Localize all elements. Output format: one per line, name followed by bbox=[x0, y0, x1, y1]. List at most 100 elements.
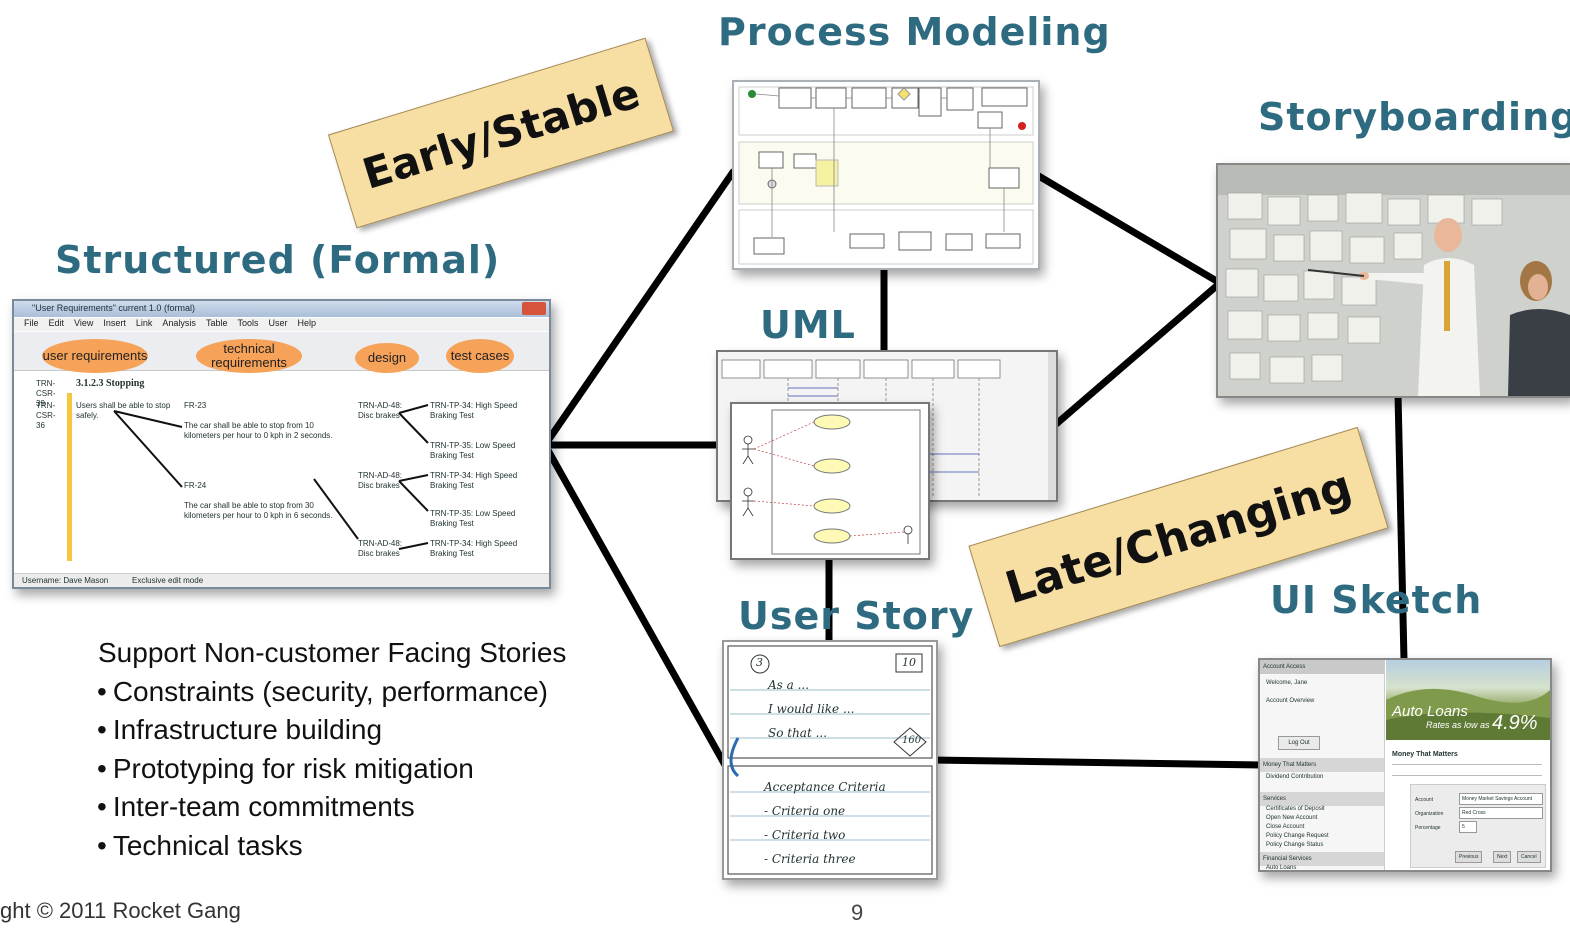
ui-content-lines bbox=[1392, 764, 1542, 776]
heading-ui-sketch: UI Sketch bbox=[1270, 578, 1483, 622]
bullet-item: Infrastructure building bbox=[98, 711, 566, 750]
menu-edit[interactable]: Edit bbox=[48, 318, 65, 328]
ui-organization-select[interactable]: Red Cross bbox=[1459, 807, 1543, 819]
ui-next-button[interactable]: Next bbox=[1493, 851, 1512, 863]
fr-24-text: The car shall be able to stop from 30 ki… bbox=[184, 501, 333, 520]
ui-banner-sub: Rates as low as bbox=[1426, 720, 1490, 730]
fr-24-id: FR-24 bbox=[184, 481, 207, 490]
menu-table[interactable]: Table bbox=[205, 318, 228, 328]
story-as-a: As a ... bbox=[768, 678, 810, 692]
card-lines bbox=[727, 645, 933, 875]
ui-sidebar-head: Account Access bbox=[1260, 660, 1384, 674]
bullets-items: Constraints (security, performance) Infr… bbox=[98, 673, 566, 866]
menu-help[interactable]: Help bbox=[297, 318, 316, 328]
story-estimate: 10 bbox=[902, 656, 916, 669]
ui-banner-title: Auto Loans bbox=[1392, 703, 1468, 720]
uml-usecase-diagram bbox=[730, 402, 930, 560]
test-item-3: TRN-TP-34: High Speed Braking Test bbox=[430, 471, 518, 490]
ui-logout-button[interactable]: Log Out bbox=[1278, 736, 1320, 750]
ui-section1: Money That Matters bbox=[1260, 758, 1384, 772]
tag-user-requirements: user requirements bbox=[42, 339, 148, 373]
bullet-item: Technical tasks bbox=[98, 827, 566, 866]
menu-user[interactable]: User bbox=[268, 318, 288, 328]
ui-service-2[interactable]: Open New Account bbox=[1266, 815, 1318, 821]
heading-process-modeling: Process Modeling bbox=[718, 10, 1111, 54]
ui-percentage-input[interactable]: 5 bbox=[1459, 821, 1477, 833]
ui-service-1[interactable]: Certificates of Deposit bbox=[1266, 806, 1325, 812]
non-customer-stories-list: Support Non-customer Facing Stories Cons… bbox=[98, 634, 566, 865]
line-uml-storyboard bbox=[1051, 279, 1224, 429]
ui-section3-item[interactable]: Auto Loans bbox=[1266, 865, 1297, 871]
ui-service-3[interactable]: Close Account bbox=[1266, 824, 1305, 830]
ui-label-organization: Organization bbox=[1415, 811, 1444, 817]
ui-banner: Auto Loans Rates as low as 4.9% bbox=[1386, 660, 1550, 740]
ui-cancel-button[interactable]: Cancel bbox=[1517, 851, 1541, 863]
ui-label-percentage: Percentage bbox=[1415, 825, 1441, 831]
test-item-5: TRN-TP-34: High Speed Braking Test bbox=[430, 539, 518, 558]
ui-previous-button[interactable]: Previous bbox=[1455, 851, 1483, 863]
trace-link-arrows bbox=[113, 404, 429, 550]
criteria-three: - Criteria three bbox=[764, 852, 856, 866]
close-button[interactable] bbox=[522, 302, 546, 315]
row-id-2: TRN-CSR-36 bbox=[36, 401, 56, 430]
line-structured-userstory bbox=[541, 441, 729, 769]
tag-technical-requirements: technical requirements bbox=[196, 339, 302, 373]
storyboard-wall-drawing bbox=[1218, 165, 1570, 396]
change-bar bbox=[67, 393, 72, 561]
test-item-1: TRN-TP-34: High Speed Braking Test bbox=[430, 401, 518, 420]
menu-insert[interactable]: Insert bbox=[103, 318, 126, 328]
status-username: Username: Dave Mason bbox=[22, 576, 109, 585]
menu-view[interactable]: View bbox=[74, 318, 94, 328]
menu-analysis[interactable]: Analysis bbox=[162, 318, 196, 328]
ui-service-5[interactable]: Policy Change Status bbox=[1266, 842, 1324, 848]
storyboarding-photo bbox=[1216, 163, 1570, 398]
ui-content-title: Money That Matters bbox=[1392, 751, 1458, 758]
process-model-drawing bbox=[738, 86, 1034, 265]
ui-form-panel: Account Money Market Savings Account Org… bbox=[1410, 784, 1546, 868]
bullet-item: Prototyping for risk mitigation bbox=[98, 750, 566, 789]
row-id-1: TRN-CSR-39 bbox=[36, 379, 56, 408]
ui-account-select[interactable]: Money Market Savings Account bbox=[1459, 793, 1543, 805]
fr-23-text: The car shall be able to stop from 10 ki… bbox=[184, 421, 333, 440]
criteria-one: - Criteria one bbox=[764, 804, 846, 818]
structured-doc-window: "User Requirements" current 1.0 (formal)… bbox=[12, 299, 551, 589]
ui-banner-rate: 4.9% bbox=[1492, 712, 1538, 734]
ui-section2: Services bbox=[1260, 792, 1384, 806]
menu-link[interactable]: Link bbox=[135, 318, 153, 328]
section-title: 3.1.2.3 Stopping bbox=[76, 378, 145, 389]
ui-sidebar: Account Access Welcome, Jane Account Ove… bbox=[1260, 660, 1385, 870]
tag-design: design bbox=[355, 343, 419, 373]
test-item-4: TRN-TP-35: Low Speed Braking Test bbox=[430, 509, 516, 528]
menu-file[interactable]: File bbox=[24, 318, 39, 328]
uml-usecase-drawing bbox=[742, 409, 921, 555]
bullet-item: Constraints (security, performance) bbox=[98, 673, 566, 712]
heading-structured: Structured (Formal) bbox=[55, 238, 501, 282]
menu-bar: File Edit View Insert Link Analysis Tabl… bbox=[14, 318, 549, 331]
ui-section3: Financial Services bbox=[1260, 852, 1384, 866]
menu-tools[interactable]: Tools bbox=[237, 318, 259, 328]
story-priority: 3 bbox=[756, 656, 763, 669]
story-i-would-like: I would like ... bbox=[768, 702, 855, 716]
page-number: 9 bbox=[851, 900, 864, 925]
window-title: "User Requirements" current 1.0 (formal) bbox=[32, 303, 195, 313]
heading-user-story: User Story bbox=[738, 594, 975, 638]
ui-section1-item[interactable]: Dividend Contribution bbox=[1266, 774, 1324, 780]
copyright-footer: ght © 2011 Rocket Gang bbox=[0, 898, 241, 923]
user-story-card: 3 10 As a ... I would like ... So that .… bbox=[722, 640, 938, 880]
ui-banner-hills bbox=[1386, 688, 1550, 740]
line-storyboard-uisketch bbox=[1394, 391, 1408, 664]
fr-23-id: FR-23 bbox=[184, 401, 207, 410]
story-so-that: So that ... bbox=[768, 726, 828, 740]
acceptance-criteria-title: Acceptance Criteria bbox=[764, 780, 886, 794]
heading-uml: UML bbox=[760, 303, 856, 347]
status-mode: Exclusive edit mode bbox=[132, 576, 204, 585]
ui-label-account: Account bbox=[1415, 797, 1434, 803]
test-item-2: TRN-TP-35: Low Speed Braking Test bbox=[430, 441, 516, 460]
status-bar: Username: Dave Mason Exclusive edit mode bbox=[14, 573, 549, 587]
story-points: 160 bbox=[902, 735, 922, 746]
ui-service-4[interactable]: Policy Change Request bbox=[1266, 833, 1329, 839]
design-item-1: TRN-AD-48: Disc brakes bbox=[358, 401, 403, 420]
ui-overview: Account Overview bbox=[1266, 698, 1315, 704]
ui-welcome: Welcome, Jane bbox=[1266, 680, 1308, 686]
